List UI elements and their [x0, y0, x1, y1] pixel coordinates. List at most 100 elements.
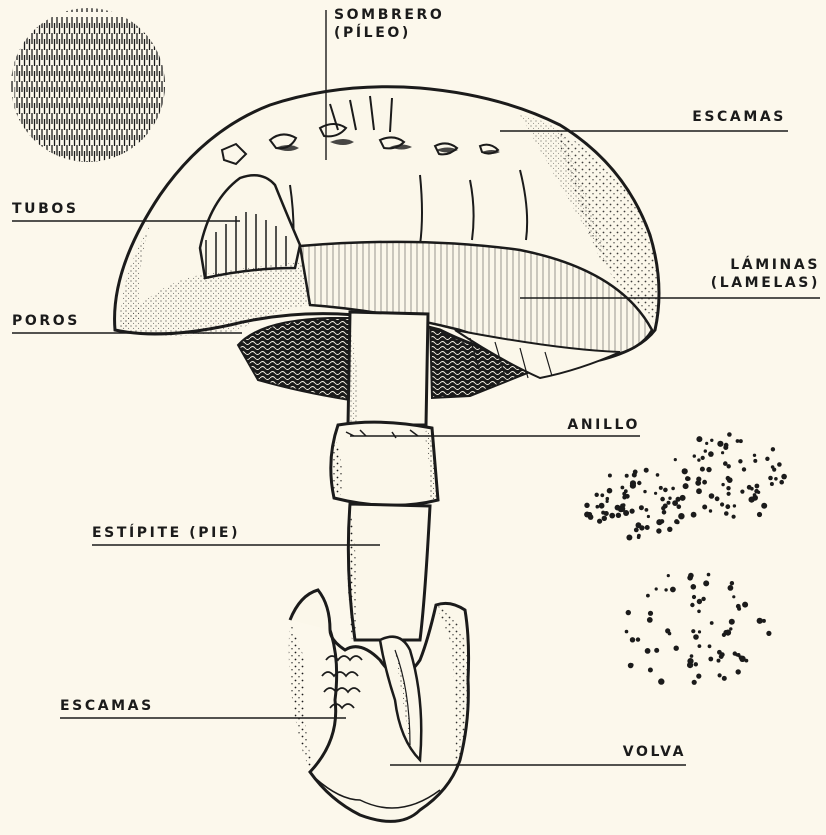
- pore-dot: [633, 470, 638, 475]
- label-sombrero-line2: (PÍLEO): [334, 24, 444, 42]
- pore-dot: [727, 464, 731, 468]
- pore-dot: [757, 618, 763, 624]
- pore-dot: [600, 493, 604, 497]
- pore-dot: [656, 528, 661, 533]
- pore-dot: [626, 610, 631, 615]
- pore-dot: [721, 451, 724, 454]
- pore-dot: [682, 468, 688, 474]
- pore-dot: [607, 488, 613, 494]
- pore-dot: [668, 497, 671, 500]
- pore-dot: [696, 674, 701, 679]
- pore-dot: [710, 621, 714, 625]
- pore-dot: [697, 458, 700, 461]
- pore-dot: [674, 646, 679, 651]
- pore-dot: [732, 515, 736, 519]
- pore-dot: [725, 630, 731, 636]
- pore-dot: [674, 501, 678, 505]
- pore-dot: [726, 476, 731, 481]
- pore-dot: [750, 487, 754, 491]
- pore-dot: [691, 629, 695, 633]
- pore-dot: [662, 510, 667, 515]
- pore-dot: [721, 483, 724, 486]
- pore-dot: [664, 588, 667, 591]
- pore-dot: [707, 573, 711, 577]
- pore-dot: [710, 439, 713, 442]
- pore-dot: [636, 522, 642, 528]
- pore-dot: [597, 519, 602, 524]
- pore-dot: [643, 490, 646, 493]
- pore-dot: [655, 587, 658, 590]
- pore-dot: [708, 657, 713, 662]
- pore-dot: [742, 602, 748, 608]
- pore-dot: [724, 443, 729, 448]
- pore-dot: [692, 680, 697, 685]
- pore-dot: [616, 513, 621, 518]
- label-laminas-line1: LÁMINAS: [711, 256, 820, 274]
- pore-dot: [636, 637, 640, 641]
- pore-dot: [735, 653, 738, 656]
- pore-dot: [663, 504, 668, 509]
- pore-dot: [774, 477, 778, 481]
- pore-dot: [703, 580, 709, 586]
- pore-dot: [676, 497, 681, 502]
- label-laminas: LÁMINAS (LAMELAS): [711, 256, 820, 292]
- pore-dot: [701, 456, 705, 460]
- pore-dot: [668, 632, 672, 636]
- pore-dot: [628, 663, 634, 669]
- pore-dot: [736, 669, 741, 674]
- pore-dot: [736, 439, 740, 443]
- pore-dot: [606, 500, 609, 503]
- pore-dot: [648, 668, 653, 673]
- pore-dot: [630, 637, 635, 642]
- pore-dot: [683, 483, 689, 489]
- pore-dot: [745, 659, 749, 663]
- pore-dot: [659, 486, 663, 490]
- pore-dot: [730, 581, 734, 585]
- pore-dot: [696, 436, 702, 442]
- pore-dot: [599, 503, 605, 509]
- pore-dot: [588, 514, 594, 520]
- pore-dot: [771, 447, 775, 451]
- pore-dot: [693, 634, 699, 640]
- pore-dot: [698, 644, 702, 648]
- pore-dot: [765, 457, 769, 461]
- pore-dot: [697, 610, 701, 614]
- pore-dot: [766, 631, 771, 636]
- pore-dot: [727, 492, 731, 496]
- pore-dot: [608, 474, 612, 478]
- pore-dot: [706, 467, 711, 472]
- pore-dot: [696, 488, 702, 494]
- label-sombrero: SOMBRERO (PÍLEO): [334, 6, 444, 42]
- pore-dot: [779, 480, 784, 485]
- pore-dot: [720, 652, 725, 657]
- pore-dot: [645, 648, 651, 654]
- pore-dot: [626, 535, 632, 541]
- pore-dot: [715, 496, 720, 501]
- pore-dot: [671, 487, 675, 491]
- pore-dot: [595, 493, 599, 497]
- pore-dot: [584, 503, 589, 508]
- pore-dot: [753, 493, 757, 497]
- pore-dot: [742, 467, 746, 471]
- pore-dot: [709, 493, 715, 499]
- label-poros: POROS: [12, 312, 80, 330]
- pore-dot: [722, 676, 727, 681]
- pore-dot: [622, 495, 626, 499]
- pore-dot: [755, 484, 760, 489]
- pore-dot: [674, 458, 677, 461]
- pore-dot: [688, 573, 694, 579]
- pore-dot: [634, 528, 639, 533]
- pore-dot: [596, 505, 600, 509]
- pore-dot: [630, 509, 635, 514]
- pore-dot: [705, 442, 708, 445]
- pore-dot: [709, 509, 712, 512]
- pore-dot: [729, 619, 735, 625]
- label-tubos: TUBOS: [12, 200, 79, 218]
- pore-dot: [757, 491, 760, 494]
- pore-dot: [680, 495, 686, 501]
- tubes-texture-sample: [10, 6, 175, 180]
- label-estipite: ESTÍPITE (PIE): [92, 524, 240, 542]
- pore-dot: [625, 630, 629, 634]
- label-anillo: ANILLO: [567, 416, 640, 434]
- pore-dot: [704, 449, 707, 452]
